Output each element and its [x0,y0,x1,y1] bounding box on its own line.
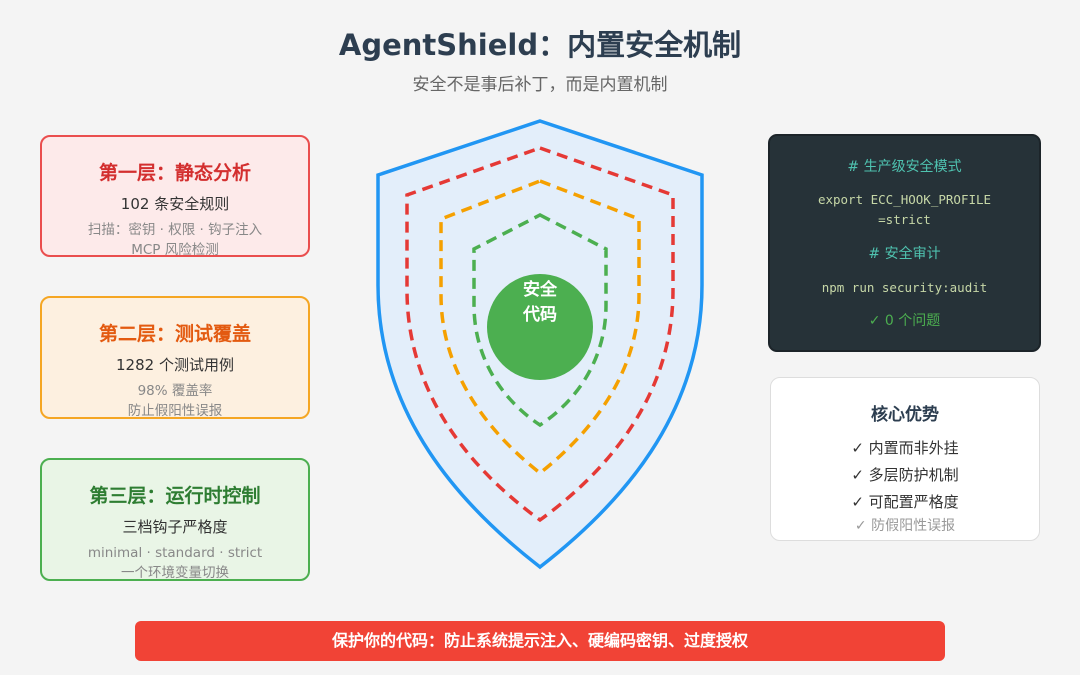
layer-title: 第二层：测试覆盖 [98,323,251,345]
shield-diagram [370,115,710,575]
page-title: AgentShield：内置安全机制 [338,28,742,62]
layer-note: 扫描：密钥 · 权限 · 钩子注入 [87,222,263,238]
code-comment: # 安全审计 [868,246,941,262]
layer-notes: minimal · standard · strict 一个环境变量切换 [42,543,308,583]
ring-runtime-control [472,213,608,428]
layer-runtime-control: 第三层：运行时控制 三档钩子严格度 minimal · standard · s… [40,458,310,581]
layer-notes: 扫描：密钥 · 权限 · 钩子注入 MCP 风险检测 [42,220,308,260]
layer-title: 第一层：静态分析 [98,162,251,184]
layer-note: 98% 覆盖率 [137,383,213,399]
core-label: 安全 代码 [487,278,593,328]
ring-test-coverage [439,179,641,476]
advantage-item: ✓ 可配置严格度 [851,493,959,511]
audit-result: ✓ 0 个问题 [868,313,941,329]
code-line: =strict [878,212,931,227]
code-line: npm run security:audit [821,280,988,295]
footer-banner: 保护你的代码：防止系统提示注入、硬编码密钥、过度授权 [135,621,945,661]
code-line: export ECC_HOOK_PROFILE [817,192,992,207]
layer-static-analysis: 第一层：静态分析 102 条安全规则 扫描：密钥 · 权限 · 钩子注入 MCP… [40,135,310,260]
layer-detail: 1282 个测试用例 [116,356,234,374]
layer-note: 一个环境变量切换 [121,565,229,581]
layer-detail: 三档钩子严格度 [122,518,228,536]
advantages-list: ✓ 内置而非外挂 ✓ 多层防护机制 ✓ 可配置严格度 ✓ 防假阳性误报 [771,435,1039,536]
advantages-panel: 核心优势 ✓ 内置而非外挂 ✓ 多层防护机制 ✓ 可配置严格度 ✓ 防假阳性误报 [770,377,1040,541]
layer-notes: 98% 覆盖率 防止假阳性误报 [42,381,308,421]
advantage-item: ✓ 防假阳性误报 [854,518,956,534]
layer-note: minimal · standard · strict [87,545,263,561]
core-label-line: 安全 [523,280,557,300]
advantage-item: ✓ 多层防护机制 [851,466,959,484]
advantage-item: ✓ 内置而非外挂 [851,439,959,457]
advantages-title: 核心优势 [871,405,939,425]
layer-test-coverage: 第二层：测试覆盖 1282 个测试用例 98% 覆盖率 防止假阳性误报 [40,296,310,419]
code-panel: # 生产级安全模式 export ECC_HOOK_PROFILE =stric… [768,134,1041,352]
core-label-line: 代码 [523,305,557,325]
layer-note: MCP 风险检测 [131,242,219,258]
code-comment: # 生产级安全模式 [847,159,962,175]
layer-detail: 102 条安全规则 [120,195,230,213]
core-circle [487,274,593,380]
page-subtitle: 安全不是事后补丁，而是内置机制 [412,75,668,95]
shield-icon [376,119,704,570]
layer-note: 防止假阳性误报 [127,403,223,419]
layer-title: 第三层：运行时控制 [89,485,261,507]
ring-static-analysis [405,146,675,523]
